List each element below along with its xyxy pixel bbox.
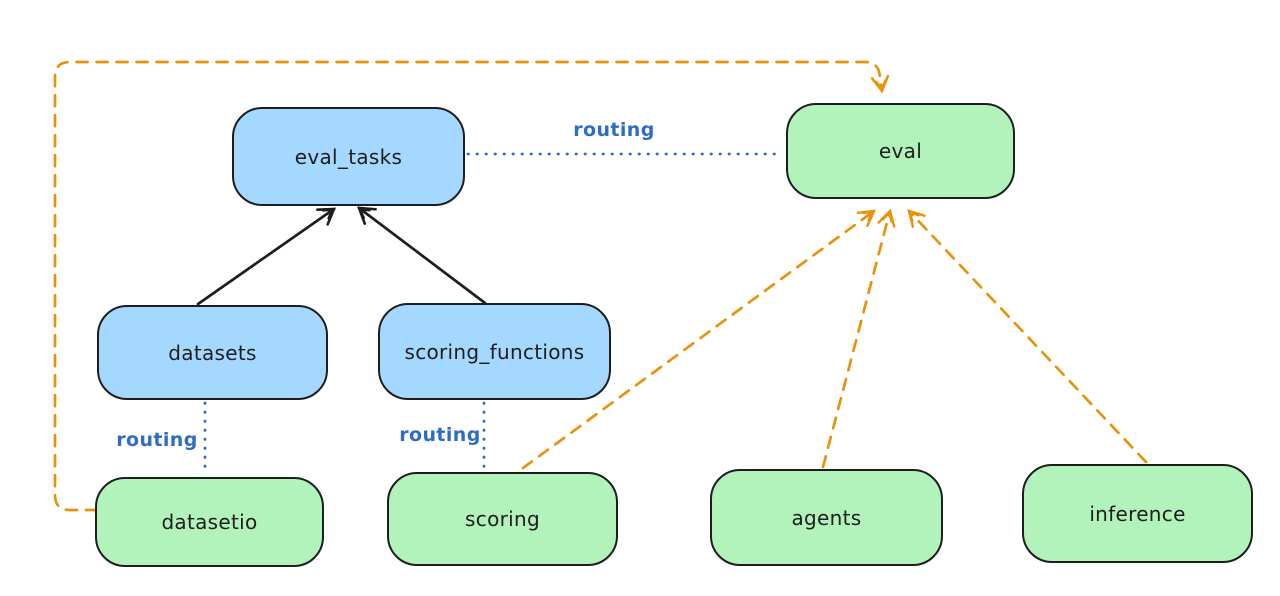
edge-agents-to-eval: [821, 208, 896, 469]
node-eval-label: eval: [878, 139, 923, 163]
edge-label-routing-eval-tasks-eval: routing: [573, 119, 655, 141]
node-datasets: datasets: [97, 305, 328, 400]
node-scoring: scoring: [387, 472, 618, 566]
node-inference-label: inference: [1089, 501, 1186, 526]
edge-datasets-to-eval-tasks: [196, 207, 336, 306]
edge-label-routing-scoring-functions-scoring: routing: [399, 424, 481, 446]
node-eval-tasks-label: eval_tasks: [294, 144, 403, 169]
node-agents: agents: [710, 469, 943, 566]
edge-inference-to-eval: [907, 209, 1148, 464]
node-eval: eval: [786, 103, 1015, 199]
node-agents-label: agents: [791, 505, 862, 530]
node-inference: inference: [1022, 464, 1253, 563]
node-scoring-functions: scoring_functions: [378, 303, 611, 400]
node-scoring-functions-label: scoring_functions: [404, 339, 585, 364]
node-datasets-label: datasets: [168, 340, 257, 365]
node-eval-tasks: eval_tasks: [232, 107, 465, 206]
edge-label-routing-datasets-datasetio: routing: [116, 429, 198, 451]
node-datasetio: datasetio: [95, 477, 324, 567]
node-scoring-label: scoring: [465, 507, 540, 531]
node-datasetio-label: datasetio: [161, 510, 258, 534]
edge-scoring-functions-to-eval-tasks: [357, 206, 487, 305]
